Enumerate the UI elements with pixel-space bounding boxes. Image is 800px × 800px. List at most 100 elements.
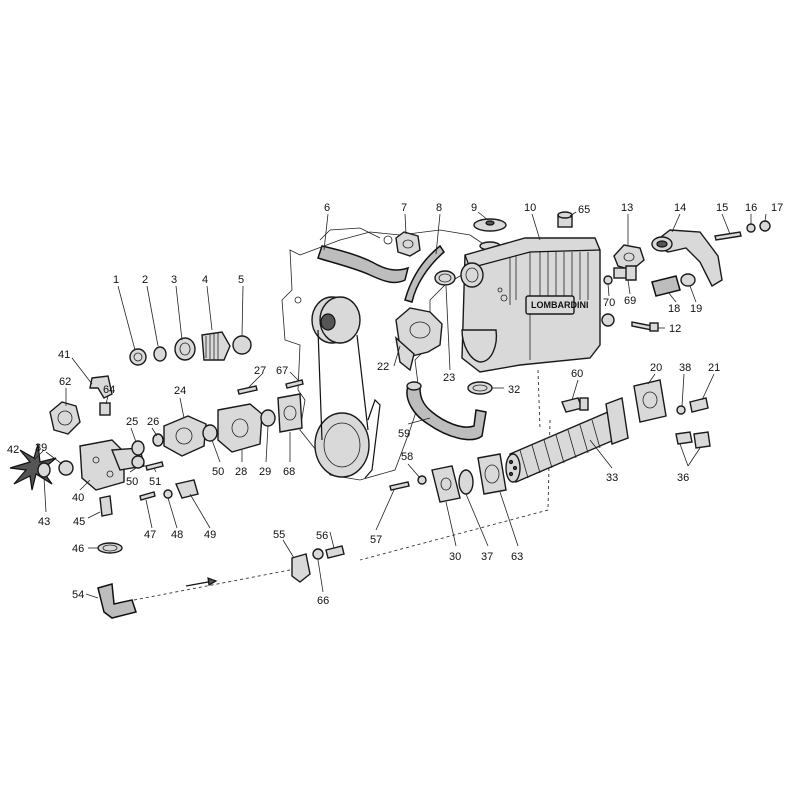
callout-47: 47	[144, 529, 156, 541]
callout-1: 1	[113, 274, 119, 286]
callout-36: 36	[677, 472, 689, 484]
flange-13	[613, 244, 645, 271]
bolt-57	[389, 481, 410, 491]
oring-50b	[202, 424, 218, 442]
callout-23: 23	[443, 372, 455, 384]
end-plate	[605, 397, 629, 445]
brand-label: LOMBARDINI	[531, 300, 589, 310]
callout-24: 24	[174, 385, 186, 397]
plug-36	[675, 431, 693, 445]
coolant-hose-6	[317, 245, 410, 284]
ring-2	[153, 346, 167, 362]
callout-18: 18	[668, 303, 680, 315]
fitting-69	[613, 265, 637, 281]
callout-33: 33	[606, 472, 618, 484]
water-pump-22	[394, 307, 443, 372]
bracket-55	[291, 553, 311, 583]
oring-37	[458, 469, 474, 495]
clamp-19	[680, 273, 696, 287]
callout-55: 55	[273, 529, 285, 541]
callout-49: 49	[204, 529, 216, 541]
flange-24	[163, 415, 207, 457]
clamp-32	[467, 381, 493, 395]
end-cover-30	[431, 465, 461, 503]
callout-13: 13	[621, 202, 633, 214]
dashed-path-lower	[133, 569, 291, 601]
callout-60: 60	[571, 368, 583, 380]
callout-56: 56	[316, 530, 328, 542]
callout-30: 30	[449, 551, 461, 563]
callout-32: 32	[508, 384, 520, 396]
washer-48	[163, 489, 173, 499]
flow-arrow	[185, 581, 209, 587]
cover-49	[175, 479, 199, 499]
callout-68: 68	[283, 466, 295, 478]
nut-17	[759, 220, 771, 232]
callout-50a: 50	[126, 476, 138, 488]
hose-54	[97, 583, 137, 619]
screw-27	[237, 385, 258, 395]
callout-59: 59	[398, 428, 410, 440]
callout-14: 14	[674, 202, 686, 214]
callouts: 1 2 3 4 5 6 7 8 9 10 65 13 14 15 16 17 7…	[7, 202, 783, 607]
end-cover-20	[633, 379, 667, 423]
clamp-46	[97, 542, 123, 554]
callout-62: 62	[59, 376, 71, 388]
callout-69: 69	[624, 295, 636, 307]
fitting-45	[99, 495, 113, 517]
hose-59	[406, 385, 487, 441]
callout-21: 21	[708, 362, 720, 374]
callout-40: 40	[72, 492, 84, 504]
screw-67	[285, 379, 304, 389]
callout-43: 43	[38, 516, 50, 528]
washer-66	[312, 548, 324, 560]
seal-43	[37, 462, 51, 478]
callout-46: 46	[72, 543, 84, 555]
callout-2: 2	[142, 274, 148, 286]
callout-20: 20	[650, 362, 662, 374]
ring-5	[232, 335, 252, 355]
plate-68	[277, 393, 303, 433]
screw-12	[631, 321, 653, 331]
callout-9: 9	[471, 202, 477, 214]
callout-12: 12	[669, 323, 681, 335]
callout-38: 38	[679, 362, 691, 374]
callout-19: 19	[690, 303, 702, 315]
belt-and-pulleys	[311, 296, 381, 479]
ring-39	[58, 460, 74, 476]
heat-exchanger-tank-10: LOMBARDINI	[460, 237, 615, 373]
callout-45: 45	[73, 516, 85, 528]
oring-50a	[131, 455, 145, 469]
stud-15	[714, 231, 742, 241]
callout-16: 16	[745, 202, 757, 214]
callout-70: 70	[603, 297, 615, 309]
callout-64: 64	[103, 384, 115, 396]
callout-65: 65	[578, 204, 590, 216]
elbow-14	[650, 229, 723, 287]
seal-3	[174, 337, 196, 361]
gasket-7	[395, 231, 421, 257]
gasket-62	[49, 401, 81, 435]
callout-54: 54	[72, 589, 84, 601]
callout-51: 51	[149, 476, 161, 488]
callout-57: 57	[370, 534, 382, 546]
ring-25	[131, 440, 145, 456]
callout-50b: 50	[212, 466, 224, 478]
hose-clamp-23	[434, 270, 456, 286]
callout-41: 41	[58, 349, 70, 361]
fitting-60	[561, 397, 589, 413]
callout-4: 4	[202, 274, 208, 286]
callout-63: 63	[511, 551, 523, 563]
body-28	[217, 403, 263, 453]
callout-8: 8	[436, 202, 442, 214]
callout-5: 5	[238, 274, 244, 286]
callout-3: 3	[171, 274, 177, 286]
callout-58: 58	[401, 451, 413, 463]
plug-65	[557, 211, 573, 228]
fitting-64	[99, 402, 111, 416]
gasket-63	[477, 453, 507, 495]
callout-10: 10	[524, 202, 536, 214]
callout-17: 17	[771, 202, 783, 214]
